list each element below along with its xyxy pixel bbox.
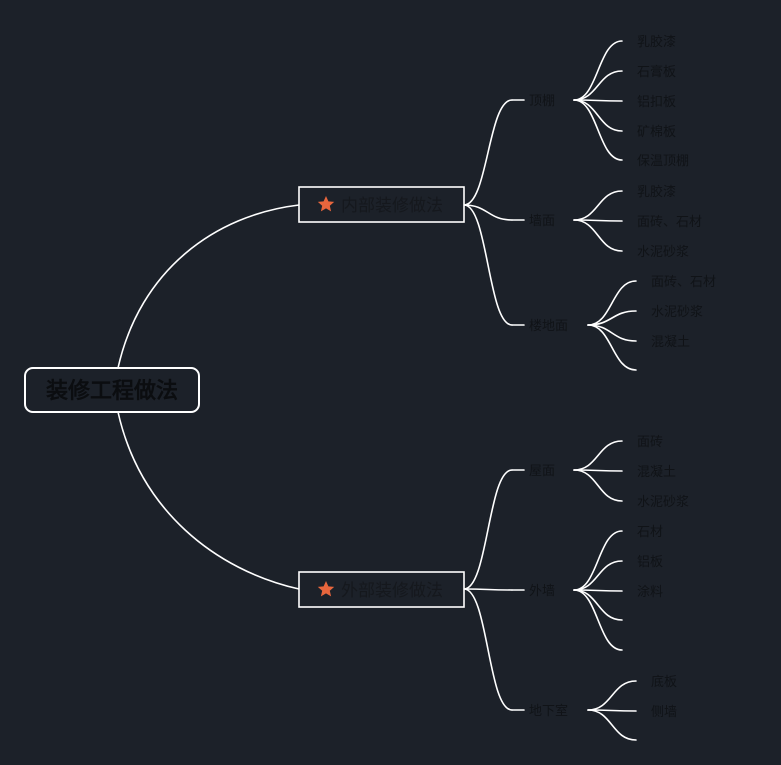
branch-node-interior-label: 内部装修做法: [341, 196, 443, 216]
leaf-floor-cement-mortar[interactable]: 水泥砂浆: [651, 305, 703, 320]
leaf-wall-tile-stone[interactable]: 面砖、石材: [637, 215, 702, 230]
connector-leaf-ceiling-0: [573, 40, 623, 101]
connector-leaf-exterior-wall-4: [573, 589, 623, 651]
subtopic-basement[interactable]: 地下室: [529, 703, 568, 719]
leaf-wall-cement-mortar[interactable]: 水泥砂浆: [637, 245, 689, 260]
leaf-basement-floor-slab[interactable]: 底板: [651, 674, 677, 690]
connector-exterior-roof: [463, 469, 513, 590]
root-node-box: [24, 367, 200, 413]
leaf-roof-concrete[interactable]: 混凝土: [637, 464, 676, 480]
connector-exterior-exterior-wall: [463, 588, 513, 591]
leaf-exterior-wall-stone[interactable]: 石材: [637, 525, 663, 540]
connector-root-interior: [117, 204, 300, 369]
connector-leaf-ceiling-4: [573, 99, 623, 161]
connector-lines: [117, 40, 637, 741]
root-node[interactable]: 装修工程做法: [24, 367, 200, 413]
connector-leaf-exterior-wall-1: [573, 560, 623, 591]
connector-leaf-basement-2: [587, 709, 637, 741]
subtopic-wall[interactable]: 墙面: [529, 214, 555, 229]
branch-node-exterior[interactable]: 外部装修做法: [298, 571, 465, 608]
connector-root-exterior: [117, 411, 300, 590]
branch-node-interior[interactable]: 内部装修做法: [298, 186, 465, 223]
connector-interior-ceiling: [463, 99, 513, 206]
subtopic-roof[interactable]: 屋面: [529, 464, 555, 479]
star-icon: [317, 581, 335, 597]
leaf-roof-cement-mortar[interactable]: 水泥砂浆: [637, 495, 689, 510]
connector-leaf-wall-2: [573, 219, 623, 252]
root-node-label: 装修工程做法: [46, 378, 178, 404]
leaf-ceiling-mineral-board[interactable]: 矿棉板: [637, 125, 676, 140]
connector-leaf-floor-0: [587, 280, 637, 326]
subtopic-floor[interactable]: 楼地面: [529, 319, 568, 334]
connector-leaf-basement-0: [587, 680, 637, 711]
connector-leaf-roof-0: [573, 440, 623, 471]
connector-leaf-wall-0: [573, 190, 623, 221]
leaf-ceiling-latex-paint[interactable]: 乳胶漆: [637, 34, 676, 50]
branch-node-exterior-label: 外部装修做法: [341, 581, 443, 601]
star-icon: [317, 196, 335, 212]
leaf-floor-tile-stone[interactable]: 面砖、石材: [651, 275, 716, 290]
connector-interior-floor: [463, 204, 513, 326]
leaf-ceiling-aluminum-panel[interactable]: 铝扣板: [637, 95, 676, 110]
connector-exterior-basement: [463, 588, 513, 711]
leaf-ceiling-insulated[interactable]: 保温顶棚: [637, 154, 689, 169]
leaf-exterior-wall-coating[interactable]: 涂料: [637, 584, 663, 600]
connector-leaf-floor-3: [587, 324, 637, 371]
connector-leaf-exterior-wall-3: [573, 589, 623, 621]
leaf-basement-side-wall[interactable]: 侧墙: [651, 705, 677, 720]
leaf-ceiling-gypsum-board[interactable]: 石膏板: [637, 64, 676, 80]
connector-leaf-exterior-wall-0: [573, 530, 623, 591]
leaf-floor-concrete[interactable]: 混凝土: [651, 334, 690, 350]
leaf-roof-tile[interactable]: 面砖: [637, 435, 663, 450]
connector-leaf-ceiling-3: [573, 99, 623, 132]
connector-leaf-roof-2: [573, 469, 623, 502]
leaf-exterior-wall-aluminum[interactable]: 铝板: [637, 555, 663, 570]
subtopic-exterior-wall[interactable]: 外墙: [529, 584, 555, 599]
connector-interior-wall: [463, 204, 513, 221]
leaf-wall-latex-paint[interactable]: 乳胶漆: [637, 184, 676, 200]
subtopic-ceiling[interactable]: 顶棚: [529, 94, 555, 109]
connector-leaf-ceiling-1: [573, 70, 623, 101]
